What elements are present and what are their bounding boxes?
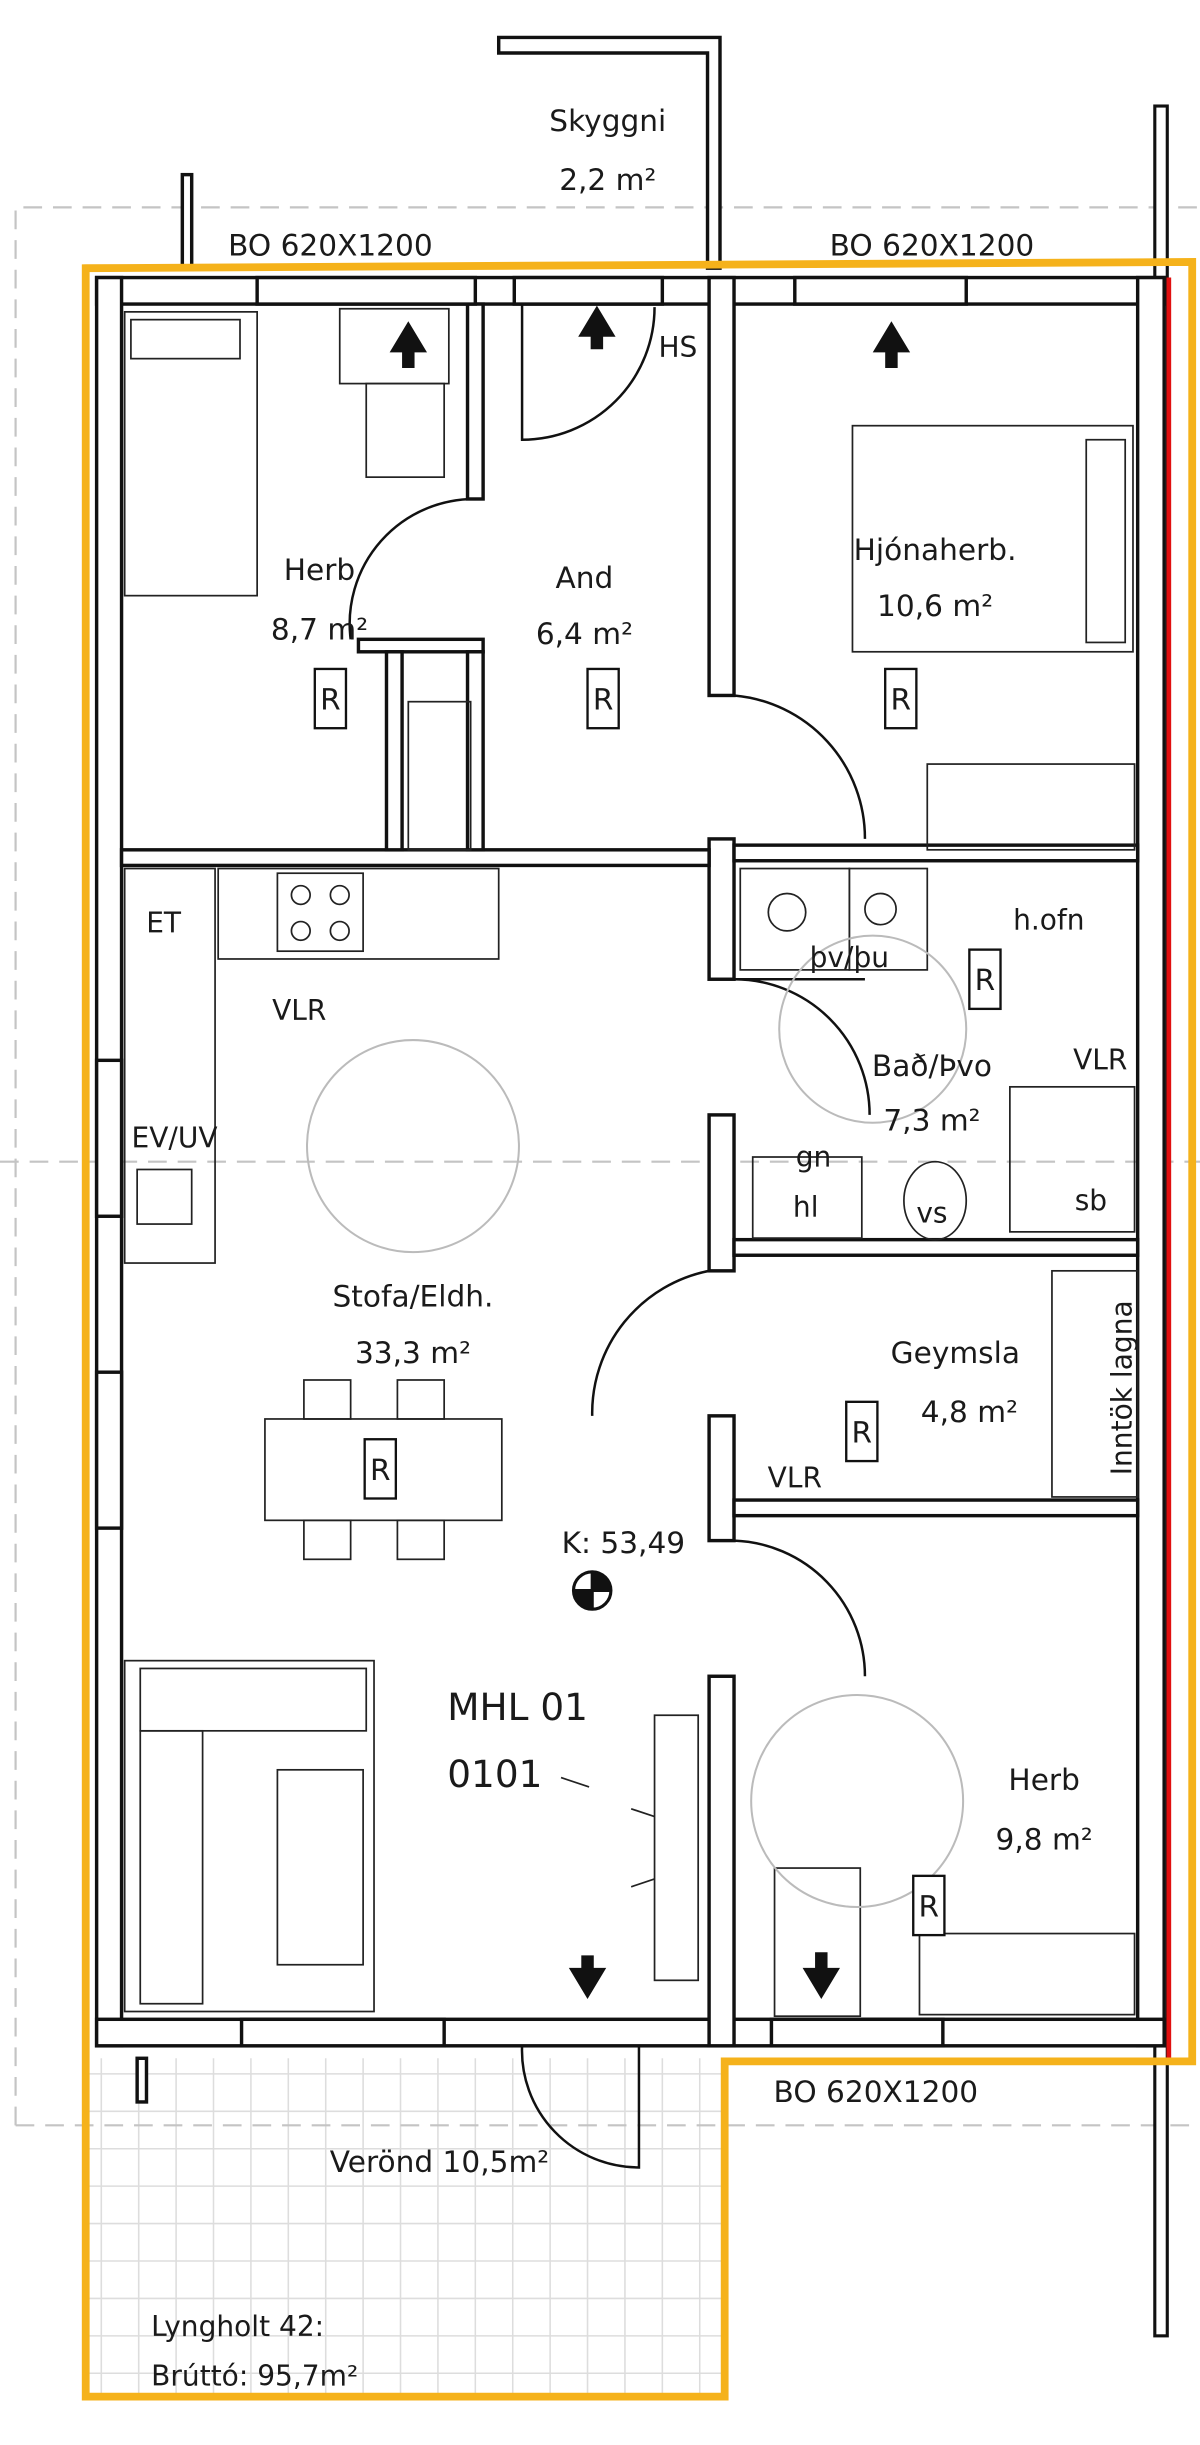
room-name: And — [556, 561, 614, 595]
room-area: 10,6 m² — [877, 589, 993, 623]
canopy-name: Skyggni — [549, 104, 666, 138]
gross-area: Brúttó: 95,7m² — [151, 2360, 358, 2393]
arrow-up-icon — [872, 321, 911, 368]
escape-arrows — [389, 305, 911, 2000]
room-name: Herb — [1008, 1763, 1079, 1797]
arrow-up-icon — [389, 321, 428, 368]
svg-text:R: R — [852, 1415, 873, 1449]
fixture-label: EV/UV — [132, 1122, 218, 1155]
address: Lyngholt 42: — [151, 2310, 324, 2343]
canopy-wall — [496, 35, 722, 270]
unit-outline — [81, 258, 1197, 2401]
window-label: BO 620X1200 — [228, 229, 433, 263]
fixture-label: þv/þu — [810, 941, 889, 974]
svg-text:R: R — [975, 963, 996, 997]
svg-text:R: R — [370, 1453, 391, 1487]
fixture-label: VLR — [768, 1462, 822, 1495]
r-marker: R — [313, 667, 348, 730]
room-area: 33,3 m² — [355, 1336, 471, 1370]
fixture-label: vs — [916, 1196, 947, 1229]
window-label: BO 620X1200 — [774, 2075, 979, 2109]
terrace-label: Verönd 10,5m² — [330, 2145, 549, 2179]
walls — [94, 275, 1166, 2048]
room-name: Bað/Þvo — [872, 1049, 992, 1083]
room-area: 8,7 m² — [271, 612, 368, 646]
arrow-down-icon — [802, 1952, 840, 2000]
elevation-label: K: 53,49 — [562, 1526, 686, 1560]
fixture-label: hl — [793, 1190, 819, 1223]
r-marker: R — [912, 1874, 946, 1937]
svg-text:R: R — [919, 1889, 940, 1923]
window-label: BO 620X1200 — [830, 229, 1035, 263]
room-name: Herb — [284, 553, 355, 587]
unit-id: MHL 01 — [447, 1685, 588, 1729]
fixture-label: VLR — [272, 994, 326, 1027]
arrow-down-icon — [568, 1955, 607, 2000]
r-marker: R — [845, 1400, 879, 1463]
fixture-label: Inntök lagna — [1105, 1300, 1138, 1475]
fixture-label: h.ofn — [1013, 903, 1084, 936]
property-dashed-line — [0, 206, 1200, 2127]
r-marker: R — [586, 667, 620, 730]
door-swings — [348, 304, 871, 2169]
fixture-label: sb — [1075, 1184, 1107, 1217]
room-area: 7,3 m² — [883, 1103, 980, 1137]
svg-text:R: R — [320, 682, 341, 716]
pole-left — [180, 172, 194, 270]
svg-text:R: R — [593, 682, 614, 716]
fixture-label: VLR — [1073, 1044, 1127, 1077]
fixture-label: HS — [658, 331, 697, 364]
furniture — [123, 307, 1139, 2018]
terrace-tiles — [88, 2058, 722, 2394]
arrow-up-icon — [578, 305, 616, 350]
room-area: 4,8 m² — [921, 1395, 1018, 1429]
r-marker: R — [968, 948, 1002, 1011]
room-area: 9,8 m² — [996, 1822, 1093, 1856]
svg-text:R: R — [890, 682, 911, 716]
pole-bottom — [135, 2056, 149, 2104]
room-area: 6,4 m² — [536, 617, 633, 651]
canopy-area: 2,2 m² — [559, 163, 656, 197]
room-name: Geymsla — [891, 1336, 1020, 1370]
room-name: Hjónaherb. — [854, 533, 1017, 567]
unit-number: 0101 — [447, 1752, 542, 1796]
fixture-label: gn — [796, 1140, 832, 1173]
r-marker: R — [884, 667, 918, 730]
r-markers: R R R R R R R — [313, 667, 1002, 1937]
room-name: Stofa/Eldh. — [333, 1280, 494, 1314]
fixture-label: ET — [146, 906, 182, 939]
r-marker: R — [363, 1438, 398, 1500]
